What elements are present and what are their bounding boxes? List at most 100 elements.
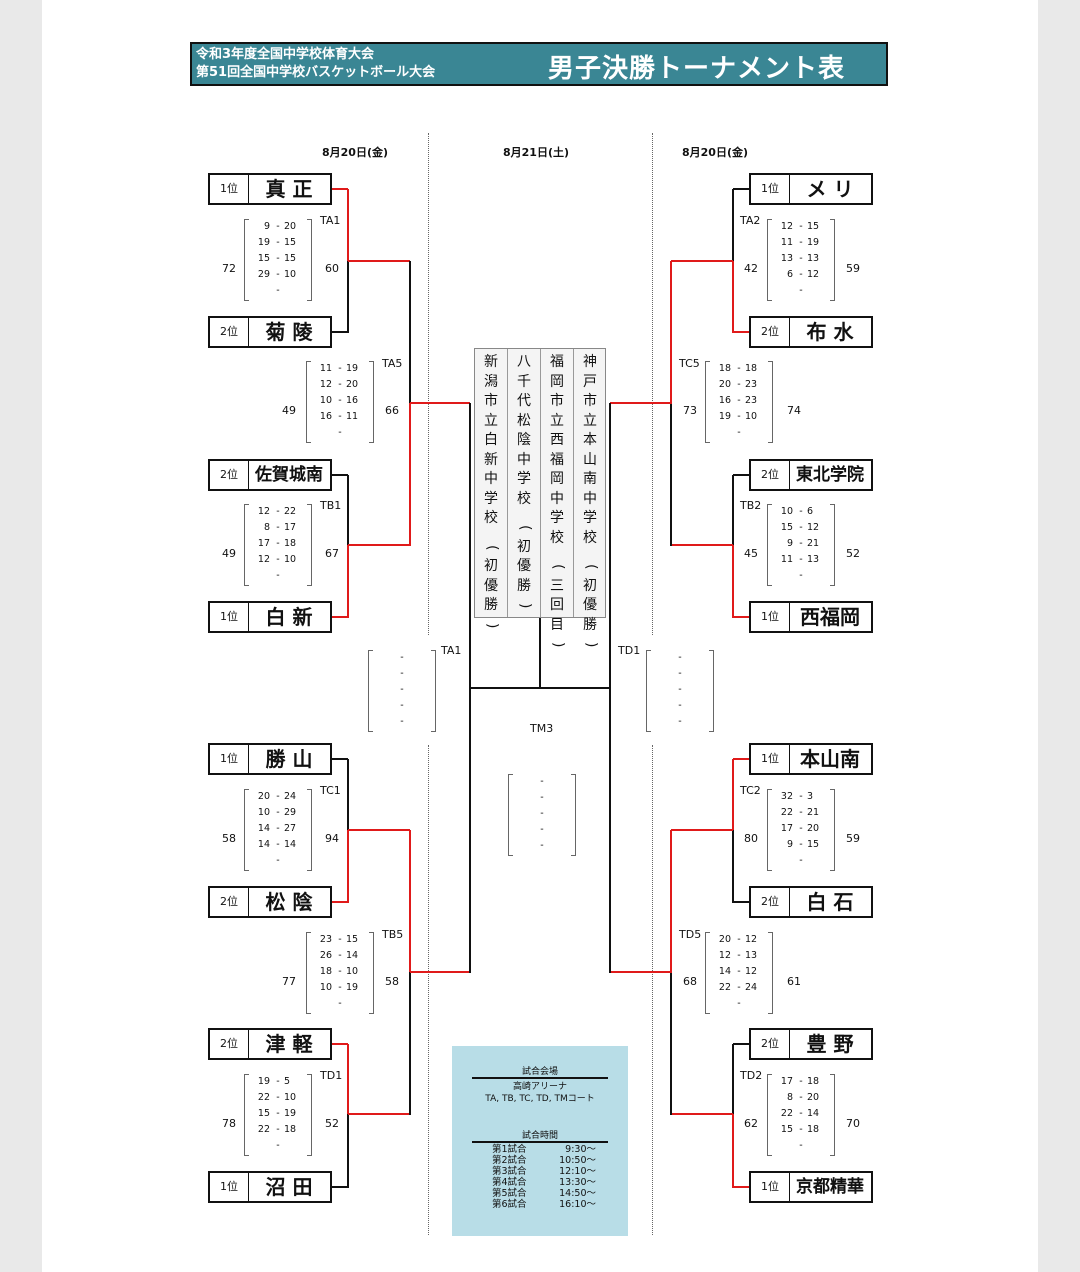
bracket-line (347, 261, 349, 333)
quarter-score-left: 20 (718, 379, 731, 390)
header-subtitle-1: 令和3年度全国中学校体育大会 (196, 47, 375, 62)
quarter-row: 20-24 (244, 789, 312, 805)
quarter-row: 9-15 (767, 837, 835, 853)
quarter-score-left: 14 (257, 823, 270, 834)
quarter-score-left: 20 (257, 791, 270, 802)
champion-note-char: ) (549, 642, 566, 648)
quarter-score-right: 23 (745, 379, 758, 390)
bracket-line (347, 1044, 349, 1116)
quarter-dash: - (276, 554, 280, 565)
quarter-score-right: 29 (284, 807, 297, 818)
quarter-row: 16-11 (306, 409, 374, 425)
quarter-score-right: 12 (745, 966, 758, 977)
bracket-line (409, 403, 411, 546)
quarter-score-right: 19 (346, 982, 359, 993)
quarter-score-left: 17 (257, 538, 270, 549)
quarter-row: - (767, 1138, 835, 1154)
quarter-score-left: 20 (718, 934, 731, 945)
champion-text: 新潟市立白新中学校(初優勝) (475, 353, 507, 635)
total-score-left: 77 (282, 975, 296, 988)
divider-left-upper (428, 133, 429, 635)
team-rank: 2位 (751, 1030, 790, 1058)
bracket-line (670, 403, 672, 546)
team-name: 豊 野 (806, 1032, 854, 1056)
team-box: 1位西福岡 (749, 601, 873, 633)
schedule-time: 13:30〜 (559, 1177, 596, 1188)
quarter-score-right: 10 (284, 1092, 297, 1103)
team-name: 勝 山 (265, 747, 313, 771)
bracket-line (733, 616, 749, 618)
schedule-time: 10:50〜 (559, 1155, 596, 1166)
quarter-row: 29-10 (244, 267, 312, 283)
match-code: TC5 (679, 357, 700, 370)
champion-text: 福岡市立西福岡中学校(三回目) (541, 353, 573, 655)
bracket-line (671, 260, 733, 262)
bracket-line (348, 829, 410, 831)
champion-note-char: ( (582, 564, 599, 570)
champion-name-char: 山 (583, 451, 597, 468)
schedule-time: 14:50〜 (559, 1188, 596, 1199)
bracket-line (410, 402, 470, 404)
quarter-score-left: 22 (257, 1124, 270, 1135)
total-score-left: 78 (222, 1117, 236, 1130)
champion-column: 新潟市立白新中学校(初優勝) (475, 349, 508, 628)
quarter-row: 13-13 (767, 251, 835, 267)
bracket-line (332, 474, 348, 476)
quarter-row: 19-10 (705, 409, 773, 425)
quarter-score-right: 15 (284, 253, 297, 264)
quarter-dash: - (737, 395, 741, 406)
champion-name-char: 学 (517, 471, 531, 487)
champion-note-char: ( (549, 564, 566, 570)
bracket-line (410, 971, 470, 973)
quarter-row: - (767, 283, 835, 299)
quarter-row: 12-20 (306, 377, 374, 393)
bracket-line (332, 901, 348, 903)
team-rank: 1位 (751, 745, 790, 773)
quarter-dash: - (799, 221, 803, 232)
bracket-line (332, 188, 348, 190)
bracket-line (671, 544, 733, 546)
quarter-score-left: 11 (780, 554, 793, 565)
quarter-row: - (646, 650, 714, 666)
bracket-line (733, 758, 749, 760)
quarter-dash: - (737, 934, 741, 945)
quarter-row: 15-18 (767, 1122, 835, 1138)
champion-name-char: 中 (583, 490, 597, 507)
quarter-score-left: 17 (780, 823, 793, 834)
quarter-dash: - (338, 998, 342, 1009)
champion-name-char: 学 (550, 510, 564, 526)
quarter-row: 22-18 (244, 1122, 312, 1138)
quarter-score-right: 18 (807, 1076, 820, 1087)
score-box-empty: ----- (646, 650, 714, 732)
champion-name-char: 岡 (550, 471, 564, 487)
champion-note-char: ( (516, 525, 533, 531)
match-code: TD1 (320, 1069, 343, 1082)
quarter-score-right: 18 (807, 1124, 820, 1135)
quarter-row: 6-12 (767, 267, 835, 283)
team-box: 1位沼 田 (208, 1171, 332, 1203)
team-box: 2位佐賀城南 (208, 459, 332, 491)
venue-heading: 試合会場 (521, 1067, 558, 1077)
quarter-row: 19-15 (244, 235, 312, 251)
quarter-dash: - (678, 700, 682, 711)
schedule-game: 第3試合 (492, 1166, 527, 1177)
champion-name-char: 福 (550, 354, 564, 370)
quarter-row: 9-20 (244, 219, 312, 235)
bracket-line (732, 545, 734, 618)
quarter-dash: - (338, 395, 342, 406)
total-score-left: 42 (744, 262, 758, 275)
quarter-score-left: 19 (718, 411, 731, 422)
quarter-dash: - (737, 363, 741, 374)
quarter-row: - (306, 996, 374, 1012)
bracket-line (732, 1044, 734, 1116)
quarter-dash: - (276, 570, 280, 581)
quarter-score-left: 10 (319, 982, 332, 993)
quarter-row: 14-14 (244, 837, 312, 853)
champion-name-char: 松 (517, 412, 531, 429)
quarter-row: 17-18 (767, 1074, 835, 1090)
quarter-score-right: 13 (807, 554, 820, 565)
quarter-row: 10-19 (306, 980, 374, 996)
champion-text: 八千代松陰中学校(初優勝) (508, 353, 540, 616)
